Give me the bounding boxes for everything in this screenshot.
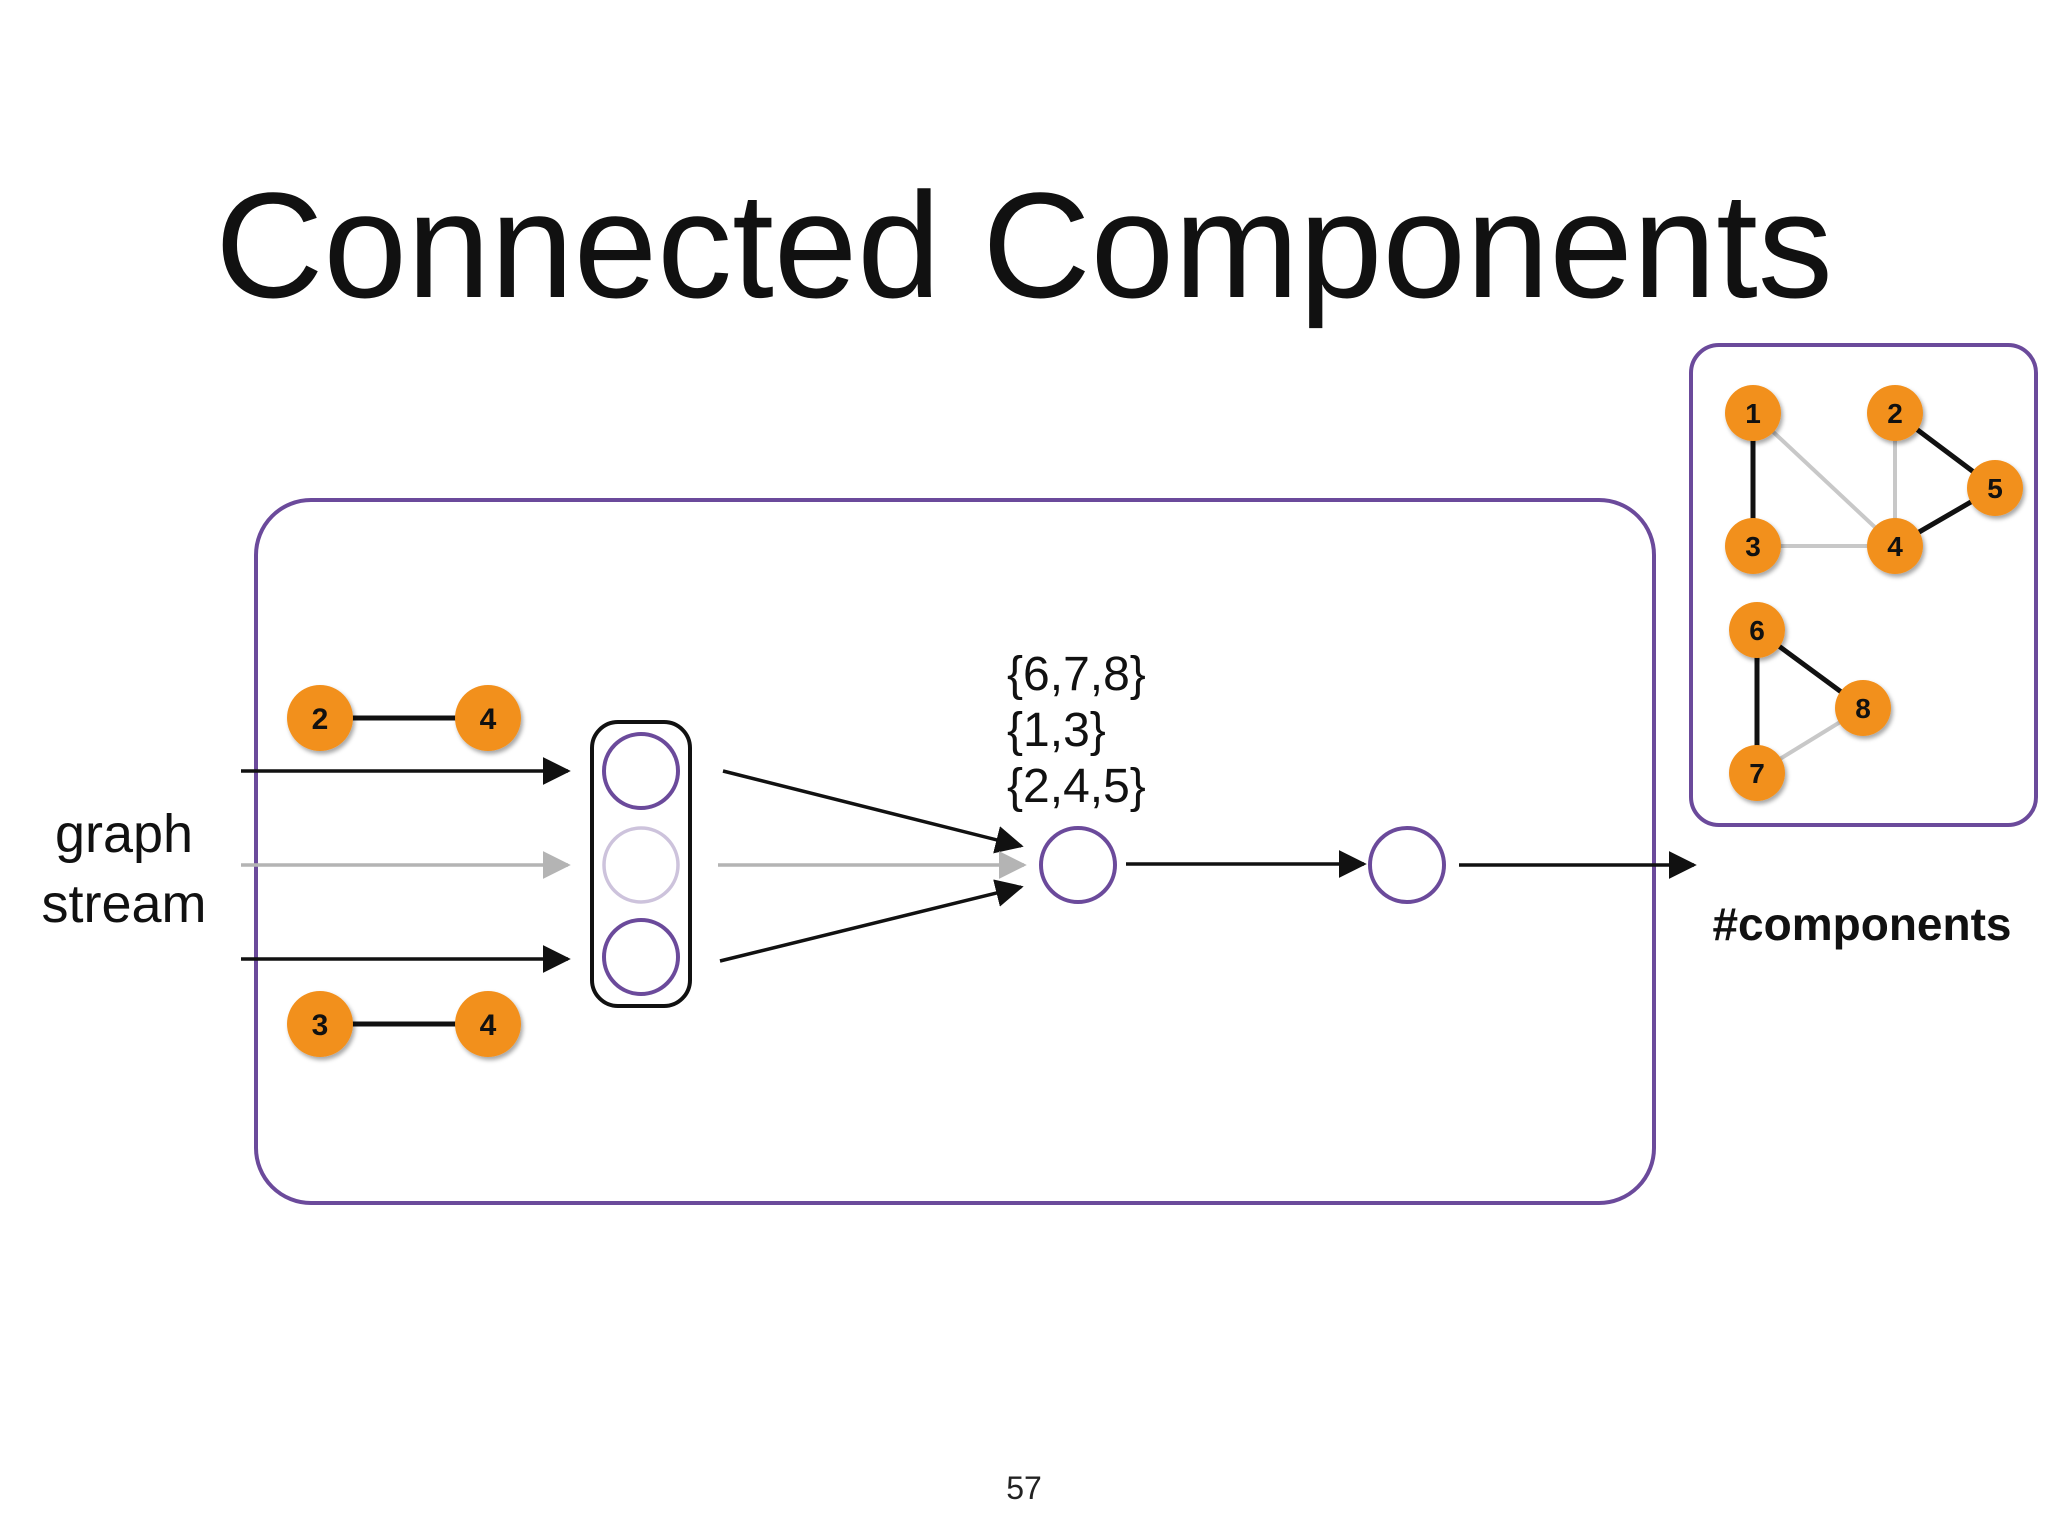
component-set-1: {6,7,8} — [1007, 648, 1146, 701]
result-node-6-label: 6 — [1749, 615, 1765, 646]
partition-operator-3 — [602, 918, 680, 996]
stream-label-line2: stream — [41, 874, 206, 934]
component-set-3: {2,4,5} — [1007, 760, 1146, 813]
output-label: #components — [1712, 898, 2011, 950]
edge-1-4 — [1751, 411, 1897, 548]
result-node-5-label: 5 — [1987, 473, 2003, 504]
merge-arrow-top — [722, 769, 1024, 854]
stream-node-2-label: 2 — [312, 703, 329, 736]
result-node-4 — [1867, 518, 1923, 574]
merge-arrow-bottom — [719, 879, 1024, 963]
result-graph-box — [1689, 343, 2038, 827]
stream-node-3-label: 3 — [312, 1009, 329, 1042]
partition-operator-2 — [602, 826, 680, 904]
result-node-5 — [1967, 460, 2023, 516]
stream-node-4-label: 4 — [480, 703, 497, 736]
partition-operator-1 — [602, 732, 680, 810]
stream-node-4 — [455, 685, 521, 751]
result-node-3 — [1725, 518, 1781, 574]
stream-edge-top: 2 4 — [287, 685, 521, 751]
stream-edge-bottom: 3 4 — [287, 991, 521, 1057]
slide-title: Connected Components — [215, 161, 1833, 329]
result-node-1-label: 1 — [1745, 398, 1761, 429]
result-node-3-label: 3 — [1745, 531, 1761, 562]
stream-node-3 — [287, 991, 353, 1057]
count-operator — [1368, 826, 1446, 904]
page-number: 57 — [1006, 1470, 1042, 1506]
result-node-2-label: 2 — [1887, 398, 1903, 429]
result-node-8 — [1835, 680, 1891, 736]
stream-node-2 — [287, 685, 353, 751]
component-set-2: {1,3} — [1007, 704, 1106, 757]
result-node-4-label: 4 — [1887, 531, 1903, 562]
result-node-8-label: 8 — [1855, 693, 1871, 724]
result-node-7-label: 7 — [1749, 758, 1765, 789]
stream-label-line1: graph — [55, 804, 193, 864]
result-node-2 — [1867, 385, 1923, 441]
stream-node-4b-label: 4 — [480, 1009, 497, 1042]
merge-operator — [1039, 826, 1117, 904]
result-graph-nodes: 1 2 3 4 5 6 7 8 — [1725, 385, 2023, 801]
result-node-6 — [1729, 602, 1785, 658]
pipeline-box — [254, 498, 1656, 1205]
result-node-1 — [1725, 385, 1781, 441]
stream-node-4b — [455, 991, 521, 1057]
result-node-7 — [1729, 745, 1785, 801]
